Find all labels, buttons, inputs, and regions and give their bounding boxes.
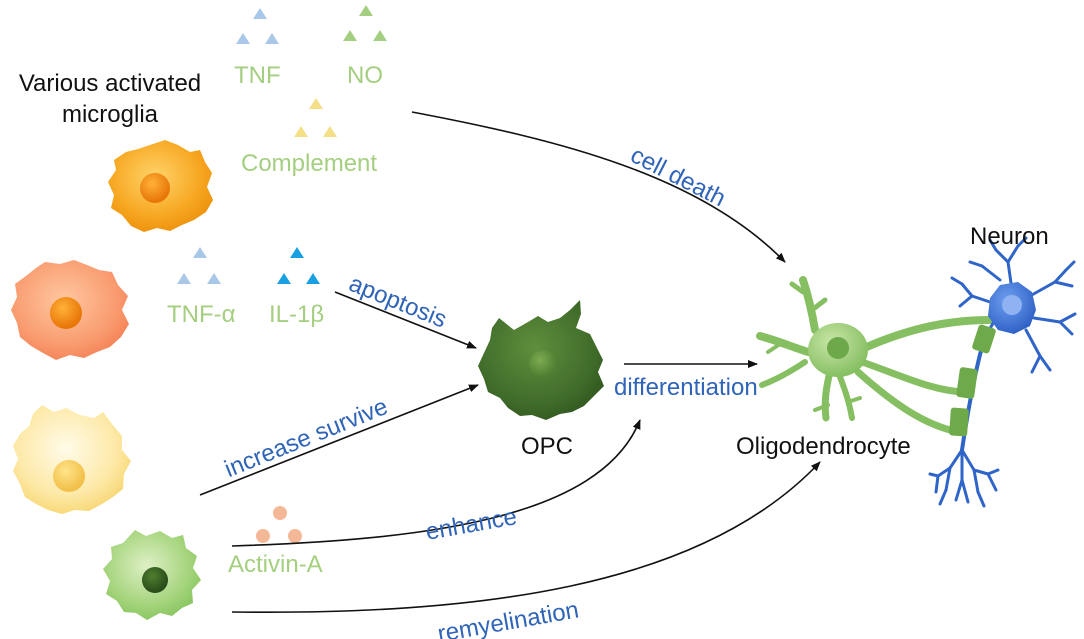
label-tnf: TNF [234,62,281,89]
arrow-cell-death [411,111,786,263]
complement-triangles [294,98,337,137]
activin-a-dots [256,506,302,543]
neuron-cell [928,236,1077,508]
microglia-title-line1: Various activated [18,70,202,97]
label-differentiation: differentiation [614,374,758,401]
microglia-cell-salmon [11,260,129,360]
arrow-remyelination [231,461,821,614]
label-il1b: IL-1β [269,301,325,328]
label-complement: Complement [241,150,378,177]
microglia-title-line2: microglia [61,101,159,128]
label-neuron: Neuron [970,223,1049,250]
myelin-sheath [949,324,996,437]
label-activin-a: Activin-A [228,551,323,578]
arrow-apoptosis [334,291,477,349]
tnf-triangles [236,8,279,44]
microglia-cell-yellow [13,405,131,514]
label-opc: OPC [521,433,574,460]
arrow-increase-survive [199,384,479,496]
opc-cell [478,300,604,420]
label-tnf-alpha: TNF-α [167,301,236,328]
label-oligodendrocyte: Oligodendrocyte [736,433,911,460]
microglia-cell-orange [108,140,213,232]
arrow-enhance [231,419,641,547]
microglia-cell-green [103,530,201,620]
no-triangles [343,5,387,41]
il1b-triangles [277,247,320,284]
tnf-alpha-triangles [177,247,221,284]
label-no: NO [347,62,383,89]
oligodendrocyte-cell [756,276,994,436]
